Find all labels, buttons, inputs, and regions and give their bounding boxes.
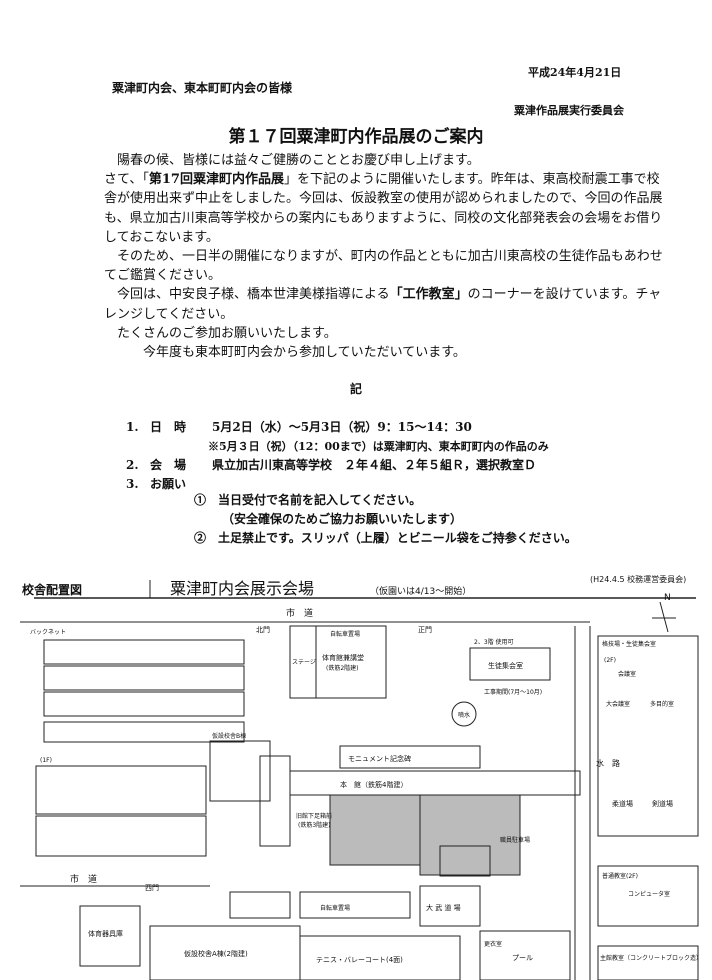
- bike-parking-label: 自転車置場: [320, 904, 350, 912]
- detail-label: 会 場: [150, 458, 187, 472]
- budokan-label: 大 武 道 場: [426, 903, 461, 912]
- kendo-hall-label: 剣道場: [652, 799, 673, 808]
- detail-number: 1.: [126, 420, 139, 434]
- map-title: 校舎配置図: [22, 582, 82, 597]
- paragraph-workshop-open: 今回は、中安良子様、橋本世津美様指導による: [117, 287, 390, 303]
- detail-value: 県立加古川東高等学校 ２年４組、２年５組Ｒ，選択教室Ｄ: [212, 458, 537, 472]
- pool-label: プール: [512, 954, 533, 962]
- document-date: 平成24年4月21日: [528, 66, 622, 79]
- detail-number: 2.: [126, 458, 139, 472]
- annex-label: 主館教室（コンクリートブロック造）: [600, 954, 702, 962]
- paragraph-participation: 今年度も東本町町内会から参加していただいています。: [143, 345, 466, 361]
- paragraph-greeting: 陽春の候、皆様には益々ご健勝のこととお慶び申し上げます。: [117, 153, 480, 168]
- floor-label: (2F): [604, 657, 616, 664]
- gym-sub-label: (鉄筋2階建): [326, 664, 359, 672]
- road-label: 市 道: [286, 607, 313, 619]
- exhibition-name: 第17回粟津町内作品展: [148, 172, 284, 188]
- request-list: ① 当日受付で名前を記入してください。 （安全確保のためご協力お願いいたします）…: [194, 491, 577, 548]
- detail-row-datetime: 1. 日 時 5月2日（水）～5月3日（祝）9：15～14：30: [126, 418, 549, 437]
- fountain-label: 噴水: [458, 711, 470, 719]
- multipurpose-room-label: 多目的室: [650, 700, 674, 708]
- meeting-room-label: 会議室: [618, 670, 636, 678]
- details-list: 1. 日 時 5月2日（水）～5月3日（祝）9：15～14：30 ※5月３日（祝…: [126, 418, 549, 494]
- detail-row-venue: 2. 会 場 県立加古川東高等学校 ２年４組、２年５組Ｒ，選択教室Ｄ: [126, 456, 549, 475]
- main-hall-label: 本 館（鉄筋4階建）: [340, 780, 407, 789]
- classroom-2f-title: 普通教室(2F): [602, 872, 638, 880]
- detail-value: 5月2日（水）～5月3日（祝）9：15～14：30: [212, 420, 472, 434]
- detail-label: 日 時: [150, 420, 187, 434]
- waterway-label: 水 路: [596, 758, 620, 768]
- temp-school-a-label: 仮設校舎A棟(2階建): [184, 949, 248, 958]
- paragraph-announcement: さて、「第17回粟津町内作品展」を下記のように開催いたします。昨年は、東高校耐震…: [104, 170, 664, 247]
- gate-north: 北門: [256, 626, 270, 634]
- old-building-label: 旧館下足箱前: [296, 812, 332, 820]
- request-item: ① 当日受付で名前を記入してください。: [194, 493, 422, 507]
- paragraph-workshop: 今回は、中安良子様、橋本世津美様指導による「工作教室」のコーナーを設けています。…: [104, 285, 664, 323]
- sender: 粟津作品展実行委員会: [514, 104, 624, 117]
- gym-label: 体育館兼講堂: [322, 653, 364, 662]
- student-hall-label: 生徒集会室: [488, 661, 523, 670]
- changing-room-label: 更衣室: [484, 940, 502, 948]
- workshop-name: 「工作教室」: [389, 287, 468, 303]
- detail-note: ※5月３日（祝）（12：00まで）は粟津町内、東本町町内の作品のみ: [208, 440, 549, 453]
- ki-heading: 記: [349, 382, 362, 396]
- north-label: N: [664, 593, 671, 603]
- paragraph-announcement-rest: 」を下記のように開催いたします。昨年は、東高校耐震工事で校舎が使用出来ず中止をし…: [104, 172, 663, 245]
- addressee: 粟津町内会、東本町町内会の皆様: [112, 81, 293, 95]
- paragraph-invite: たくさんのご参加お願いいたします。: [117, 325, 337, 341]
- computer-room-label: コンピュータ室: [628, 890, 670, 898]
- large-meeting-room-label: 大会議室: [606, 700, 630, 708]
- gate-east: 正門: [418, 626, 432, 634]
- monument-label: モニュメント記念碑: [348, 754, 411, 763]
- floor-label: (1F): [40, 757, 52, 764]
- dojo-title: 格技場・生徒集会室: [602, 640, 656, 648]
- map-committee: (H24.4.5 校務運営委員会): [590, 574, 686, 584]
- map-handwritten-label: 粟津町内会展示会場: [170, 579, 314, 598]
- map-period-note: （仮園いは4/13～開始）: [370, 585, 471, 597]
- construction-note: 工事期間(7月～10月): [484, 688, 542, 696]
- detail-number: 3.: [126, 477, 139, 491]
- stage-label: ステージ: [292, 659, 316, 666]
- old-building-sub-label: (鉄筋3階建): [298, 821, 331, 829]
- temp-school-b-label: 仮設校舎B棟: [212, 732, 246, 740]
- back-net-label: バックネット: [30, 629, 66, 636]
- request-item: ② 土足禁止です。スリッパ（上履）とビニール袋をご持参ください。: [194, 531, 577, 545]
- paragraph-announcement-open: さて、「: [104, 172, 149, 188]
- detail-row-requests: 3. お願い: [126, 475, 549, 494]
- paragraph-schedule: そのため、一日半の開催になりますが、町内の作品とともに加古川東高校の生徒作品もあ…: [104, 249, 663, 284]
- tennis-court-label: テニス・バレーコート(4面): [316, 956, 403, 964]
- staff-parking-label: 職員駐車場: [500, 836, 530, 844]
- document-title: 第１７回粟津町内作品展のご案内: [228, 127, 484, 147]
- gate-west: 西門: [145, 884, 159, 892]
- student-hall-note: 2、3階 使用可: [474, 638, 514, 646]
- detail-label: お願い: [150, 477, 187, 491]
- judo-hall-label: 柔道場: [612, 799, 633, 808]
- campus-map: 校舎配置図 粟津町内会展示会場 （仮園いは4/13～開始） (H24.4.5 校…: [20, 574, 702, 980]
- letter-body: 陽春の候、皆様には益々ご健勝のこととお慶び申し上げます。 さて、「第17回粟津町…: [104, 151, 664, 362]
- bike-parking-label: 自転車置場: [330, 630, 360, 638]
- paragraph-workshop-rest: のコーナーを設けています。チャレンジしてください。: [104, 287, 662, 322]
- request-note: （安全確保のためご協力お願いいたします）: [222, 512, 463, 526]
- gym-storage-label: 体育器具庫: [88, 929, 123, 938]
- road-label: 市 道: [70, 873, 97, 885]
